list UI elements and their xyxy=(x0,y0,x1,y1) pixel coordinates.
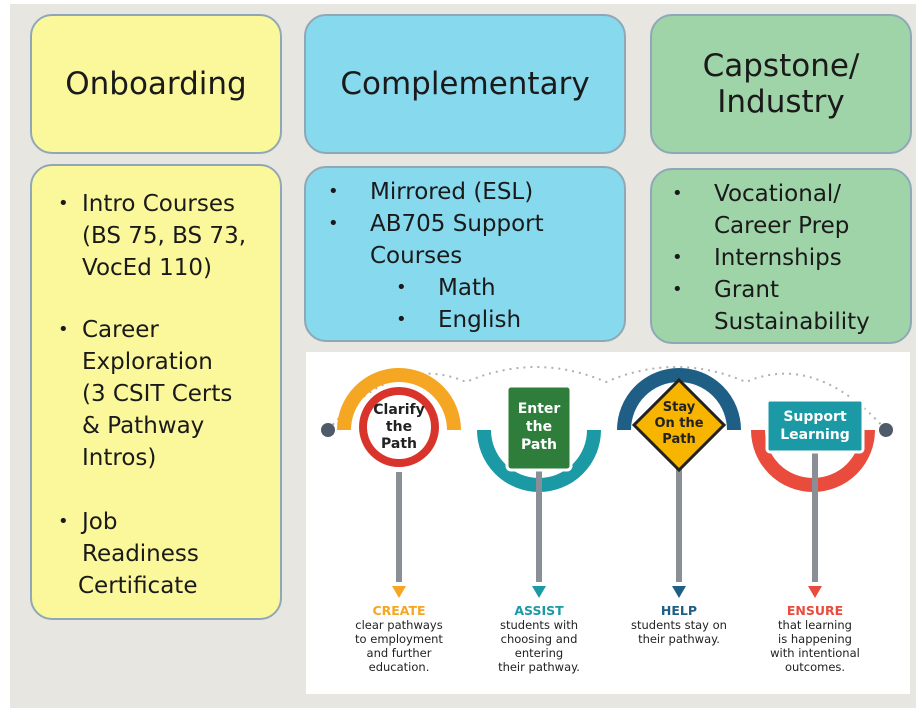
clarify-path-sign xyxy=(337,368,461,598)
help-caption: HELP students stay on their pathway. xyxy=(631,603,727,647)
ensure-caption: ENSURE that learning is happening with i… xyxy=(770,603,860,675)
bullet-icon: • xyxy=(58,193,69,214)
create-caption: CREATE clear pathways to employment and … xyxy=(355,603,443,675)
bullet-icon: • xyxy=(396,309,407,330)
complementary-list: • Mirrored (ESL) • AB705 Support Courses… xyxy=(304,166,626,342)
bullet-icon: • xyxy=(58,511,69,532)
onboarding-list: • Intro Courses (BS 75, BS 73, VocEd 110… xyxy=(30,164,282,620)
pathway-signs-illustration xyxy=(321,366,893,598)
bullet-icon: • xyxy=(328,181,339,202)
complementary-header: Complementary xyxy=(304,14,626,154)
list-item: • Mirrored (ESL) xyxy=(328,176,533,208)
capstone-header: Capstone/ Industry xyxy=(650,14,912,154)
complementary-title: Complementary xyxy=(340,66,590,102)
enter-path-sign xyxy=(477,384,601,598)
list-item: • Vocational/ Career Prep xyxy=(672,178,849,242)
bullet-icon: • xyxy=(672,279,683,300)
sign-label: Enter the Path xyxy=(517,401,561,453)
onboarding-header: Onboarding xyxy=(30,14,282,154)
bullet-icon: • xyxy=(328,213,339,234)
sub-list-item: • English xyxy=(396,304,521,336)
capstone-title-line: Capstone/ xyxy=(702,48,860,84)
sign-label: Clarify the Path xyxy=(373,402,425,452)
support-learning-sign xyxy=(751,398,875,598)
list-item: • Internships xyxy=(672,242,842,274)
bullet-icon: • xyxy=(58,319,69,340)
bullet-icon: • xyxy=(672,247,683,268)
stay-on-path-sign xyxy=(617,368,741,598)
assist-caption: ASSIST students with choosing and enteri… xyxy=(498,603,580,675)
capstone-list: • Vocational/ Career Prep • Internships … xyxy=(650,168,912,344)
sign-label: Stay On the Path xyxy=(654,400,704,447)
onboarding-title: Onboarding xyxy=(65,66,247,102)
sub-list-item: • Math xyxy=(396,272,496,304)
guided-pathways-graphic: Clarify the Path Enter the Path Stay On … xyxy=(306,352,910,694)
bullet-icon: • xyxy=(672,183,683,204)
list-item: • Job Readiness Certificate xyxy=(58,506,199,602)
list-item: • Intro Courses (BS 75, BS 73, VocEd 110… xyxy=(58,188,246,284)
capstone-title-line: Industry xyxy=(717,84,845,120)
bullet-icon: • xyxy=(396,277,407,298)
list-item: • AB705 Support Courses xyxy=(328,208,544,272)
list-item: • Grant Sustainability xyxy=(672,274,870,338)
list-item: • Career Exploration (3 CSIT Certs & Pat… xyxy=(58,314,232,474)
sign-label: Support Learning xyxy=(780,409,850,443)
